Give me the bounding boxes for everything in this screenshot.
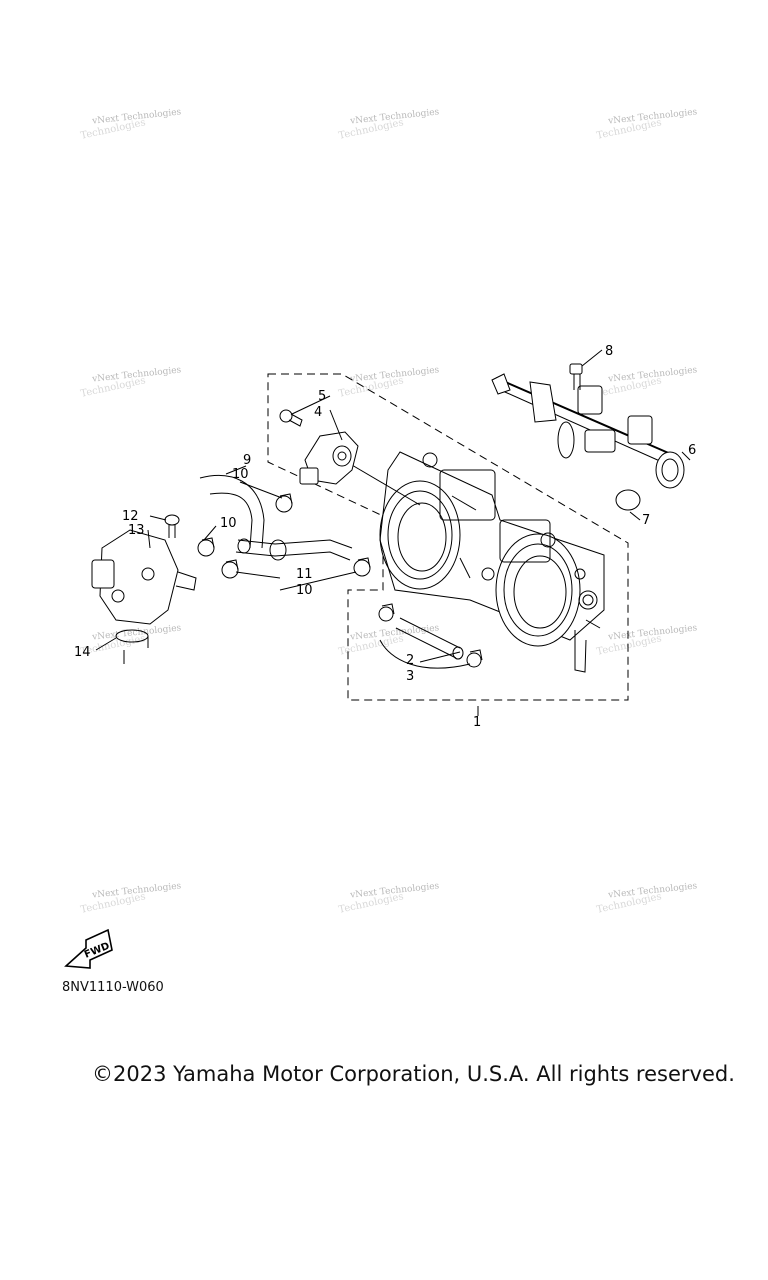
hose-clamp: [466, 649, 483, 668]
callout-13: 13: [128, 523, 145, 538]
callout-9: 9: [243, 453, 251, 468]
hose-clamp: [378, 603, 395, 622]
hose-clamp: [275, 493, 293, 513]
callout-10: 10: [232, 467, 249, 482]
leader-lines: [95, 349, 691, 716]
screw: [279, 409, 303, 427]
bolt: [569, 363, 583, 390]
o-ring: [115, 629, 149, 643]
o-ring: [615, 489, 641, 511]
callout-labels: 1 2 3 4 5 6 7 8 9 10 10 10 11 12 13 14 F…: [74, 344, 696, 961]
fwd-arrow-icon: [64, 928, 113, 969]
screw: [164, 514, 180, 538]
callout-7: 7: [642, 513, 650, 528]
callout-8: 8: [605, 344, 613, 359]
throttle-body: [339, 451, 605, 673]
callout-11: 11: [296, 567, 313, 582]
hose: [199, 474, 353, 561]
fuel-rail: [491, 373, 685, 489]
callout-12: 12: [122, 509, 139, 524]
callout-1: 1: [473, 715, 481, 730]
copyright-notice: ©2023 Yamaha Motor Corporation, U.S.A. A…: [92, 1062, 735, 1086]
callout-6: 6: [688, 443, 696, 458]
callout-14: 14: [74, 645, 91, 660]
hose: [395, 617, 464, 660]
throttle-position-sensor: [299, 431, 359, 485]
callout-3: 3: [406, 669, 414, 684]
hose-clamp: [353, 557, 371, 577]
idle-speed-control-valve: [91, 529, 197, 625]
hose-clamp: [221, 559, 239, 579]
drawing-code: 8NV1110-W060: [62, 980, 164, 995]
hose-clamp: [197, 537, 215, 557]
callout-10: 10: [296, 583, 313, 598]
callout-2: 2: [406, 653, 414, 668]
callout-4: 4: [314, 405, 322, 420]
assembly-boundary-dashed: [267, 373, 629, 701]
callout-10: 10: [220, 516, 237, 531]
callout-5: 5: [318, 389, 326, 404]
